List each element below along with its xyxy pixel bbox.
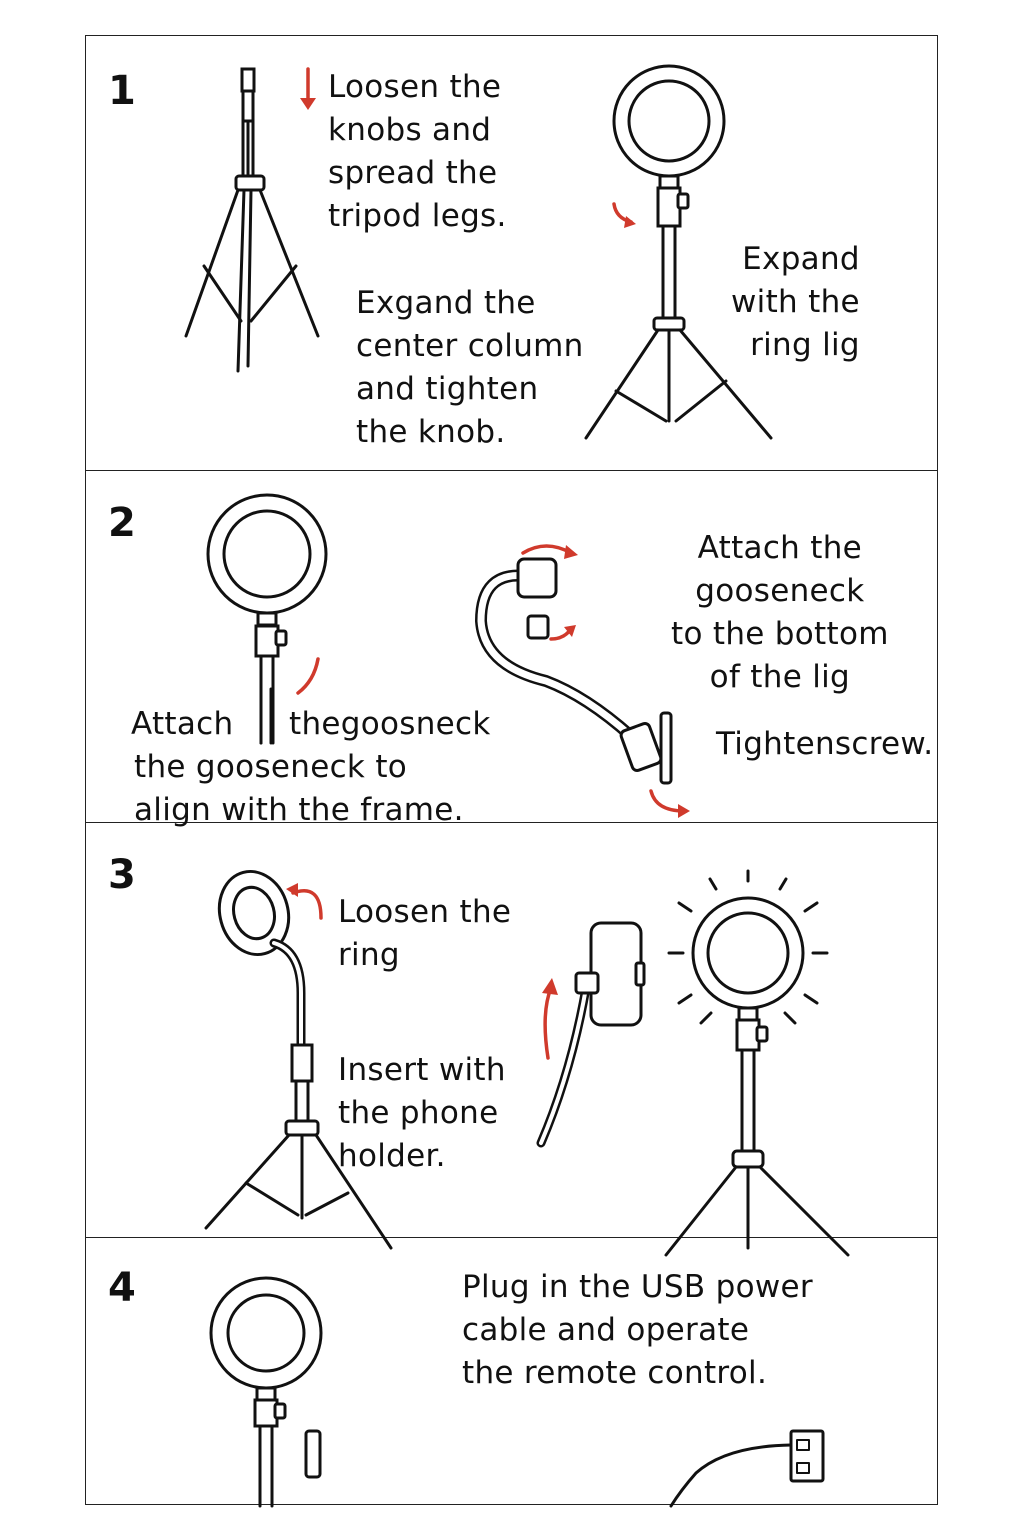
lit-ring-light-tripod-icon	[664, 869, 850, 1257]
rotate-arrow-icon	[286, 883, 323, 920]
folded-tripod-icon	[184, 67, 320, 373]
ring-light-tripod-icon	[584, 64, 773, 440]
ring-light-icon	[206, 493, 328, 745]
step-1-illustrations	[184, 64, 773, 440]
instruction-sheet: 1	[85, 35, 938, 1508]
remote-control-icon	[304, 1429, 322, 1479]
step-2-text-tighten: Tightenscrew.	[716, 726, 934, 762]
step-number: 2	[108, 500, 136, 546]
step-4-illustrations	[209, 1276, 825, 1508]
usb-cable-icon	[669, 1443, 793, 1508]
curve-arrow-icon	[296, 657, 320, 695]
step-2-text-goosneck: thegoosneck	[289, 706, 491, 742]
gooseneck-icon	[475, 557, 673, 785]
down-arrow-icon	[300, 67, 316, 110]
step-2-illustrations	[206, 493, 690, 818]
step-1-panel: 1	[86, 36, 937, 471]
up-arrow-icon	[542, 978, 558, 1060]
step-number: 1	[108, 68, 136, 114]
phone-holder-gooseneck-icon	[536, 921, 646, 1148]
rotate-arrow-icon	[521, 544, 690, 818]
step-number: 3	[108, 852, 136, 898]
power-outlet-icon	[789, 1429, 825, 1483]
step-3-illustrations	[204, 869, 850, 1257]
step-2-text-attach: Attach	[131, 706, 234, 742]
rotate-arrow-icon	[612, 202, 636, 228]
step-2-panel: 2	[86, 471, 937, 828]
ring-light-icon	[209, 1276, 323, 1508]
step-3-panel: 3	[86, 823, 937, 1257]
step-number: 4	[108, 1265, 136, 1311]
light-rays-icon	[667, 869, 829, 1025]
phone-clamp-tripod-icon	[204, 869, 393, 1250]
